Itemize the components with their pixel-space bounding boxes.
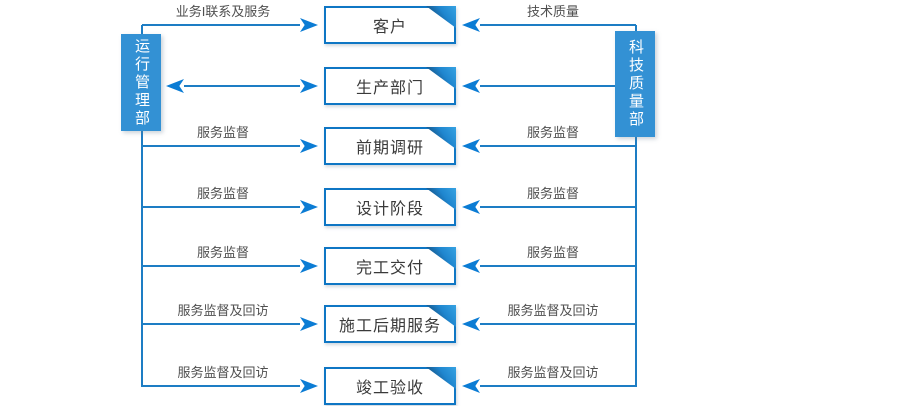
flow-box-post-construction-service: 施工后期服务 <box>324 305 456 343</box>
left-department-bar: 运行管理部 <box>121 34 161 131</box>
left-connector-line <box>142 323 300 325</box>
right-flow-label: 服务监督及回访 <box>507 303 599 318</box>
right-connector-line <box>480 385 636 387</box>
right-flow-label: 服务监督 <box>526 125 579 140</box>
right-department-bar: 科技质量部 <box>615 31 655 137</box>
flow-box-design-phase: 设计阶段 <box>324 188 456 226</box>
right-connector-line <box>480 145 636 147</box>
left-connector-line <box>184 85 300 87</box>
left-flow-label: 服务监督 <box>196 186 249 201</box>
right-connector-line <box>480 85 615 87</box>
right-department-label: 科技质量部 <box>627 39 644 129</box>
flow-box-completion-delivery: 完工交付 <box>324 247 456 285</box>
left-flow-label: 服务监督及回访 <box>177 365 269 380</box>
arrow-left-icon <box>462 79 480 93</box>
right-flow-label: 技术质量 <box>526 4 579 19</box>
flow-box-final-acceptance: 竣工验收 <box>324 367 456 405</box>
right-connector-line <box>480 24 636 26</box>
arrow-right-icon <box>300 259 318 273</box>
right-connector-spine <box>635 25 637 387</box>
flow-box-label: 施工后期服务 <box>338 318 441 335</box>
right-connector-line <box>480 206 636 208</box>
left-flow-label: 业务I联系及服务 <box>175 4 271 19</box>
flow-box-label: 客户 <box>372 19 407 36</box>
right-flow-label: 服务监督 <box>526 245 579 260</box>
arrow-right-icon <box>300 18 318 32</box>
arrow-right-icon <box>300 317 318 331</box>
flow-box-label: 竣工验收 <box>355 380 424 397</box>
right-flow-label: 服务监督 <box>526 186 579 201</box>
left-connector-line <box>142 265 300 267</box>
left-connector-line <box>142 385 300 387</box>
flow-box-label: 生产部门 <box>355 80 424 97</box>
flow-box-label: 完工交付 <box>355 260 424 277</box>
left-connector-line <box>142 206 300 208</box>
left-connector-line <box>142 145 300 147</box>
right-connector-line <box>480 323 636 325</box>
flow-box-label: 前期调研 <box>355 140 424 157</box>
arrow-left-icon <box>166 79 184 93</box>
left-flow-label: 服务监督 <box>196 245 249 260</box>
flow-box-preliminary-research: 前期调研 <box>324 127 456 165</box>
arrow-right-icon <box>300 139 318 153</box>
right-connector-line <box>480 265 636 267</box>
flow-box-label: 设计阶段 <box>355 201 424 218</box>
right-flow-label: 服务监督及回访 <box>507 365 599 380</box>
left-department-label: 运行管理部 <box>133 37 150 128</box>
left-flow-label: 服务监督及回访 <box>177 303 269 318</box>
flow-box-production-dept: 生产部门 <box>324 67 456 105</box>
arrow-right-icon <box>300 79 318 93</box>
arrow-right-icon <box>300 379 318 393</box>
arrow-right-icon <box>300 200 318 214</box>
flow-box-customer: 客户 <box>324 6 456 44</box>
left-connector-line <box>142 24 300 26</box>
left-flow-label: 服务监督 <box>196 125 249 140</box>
